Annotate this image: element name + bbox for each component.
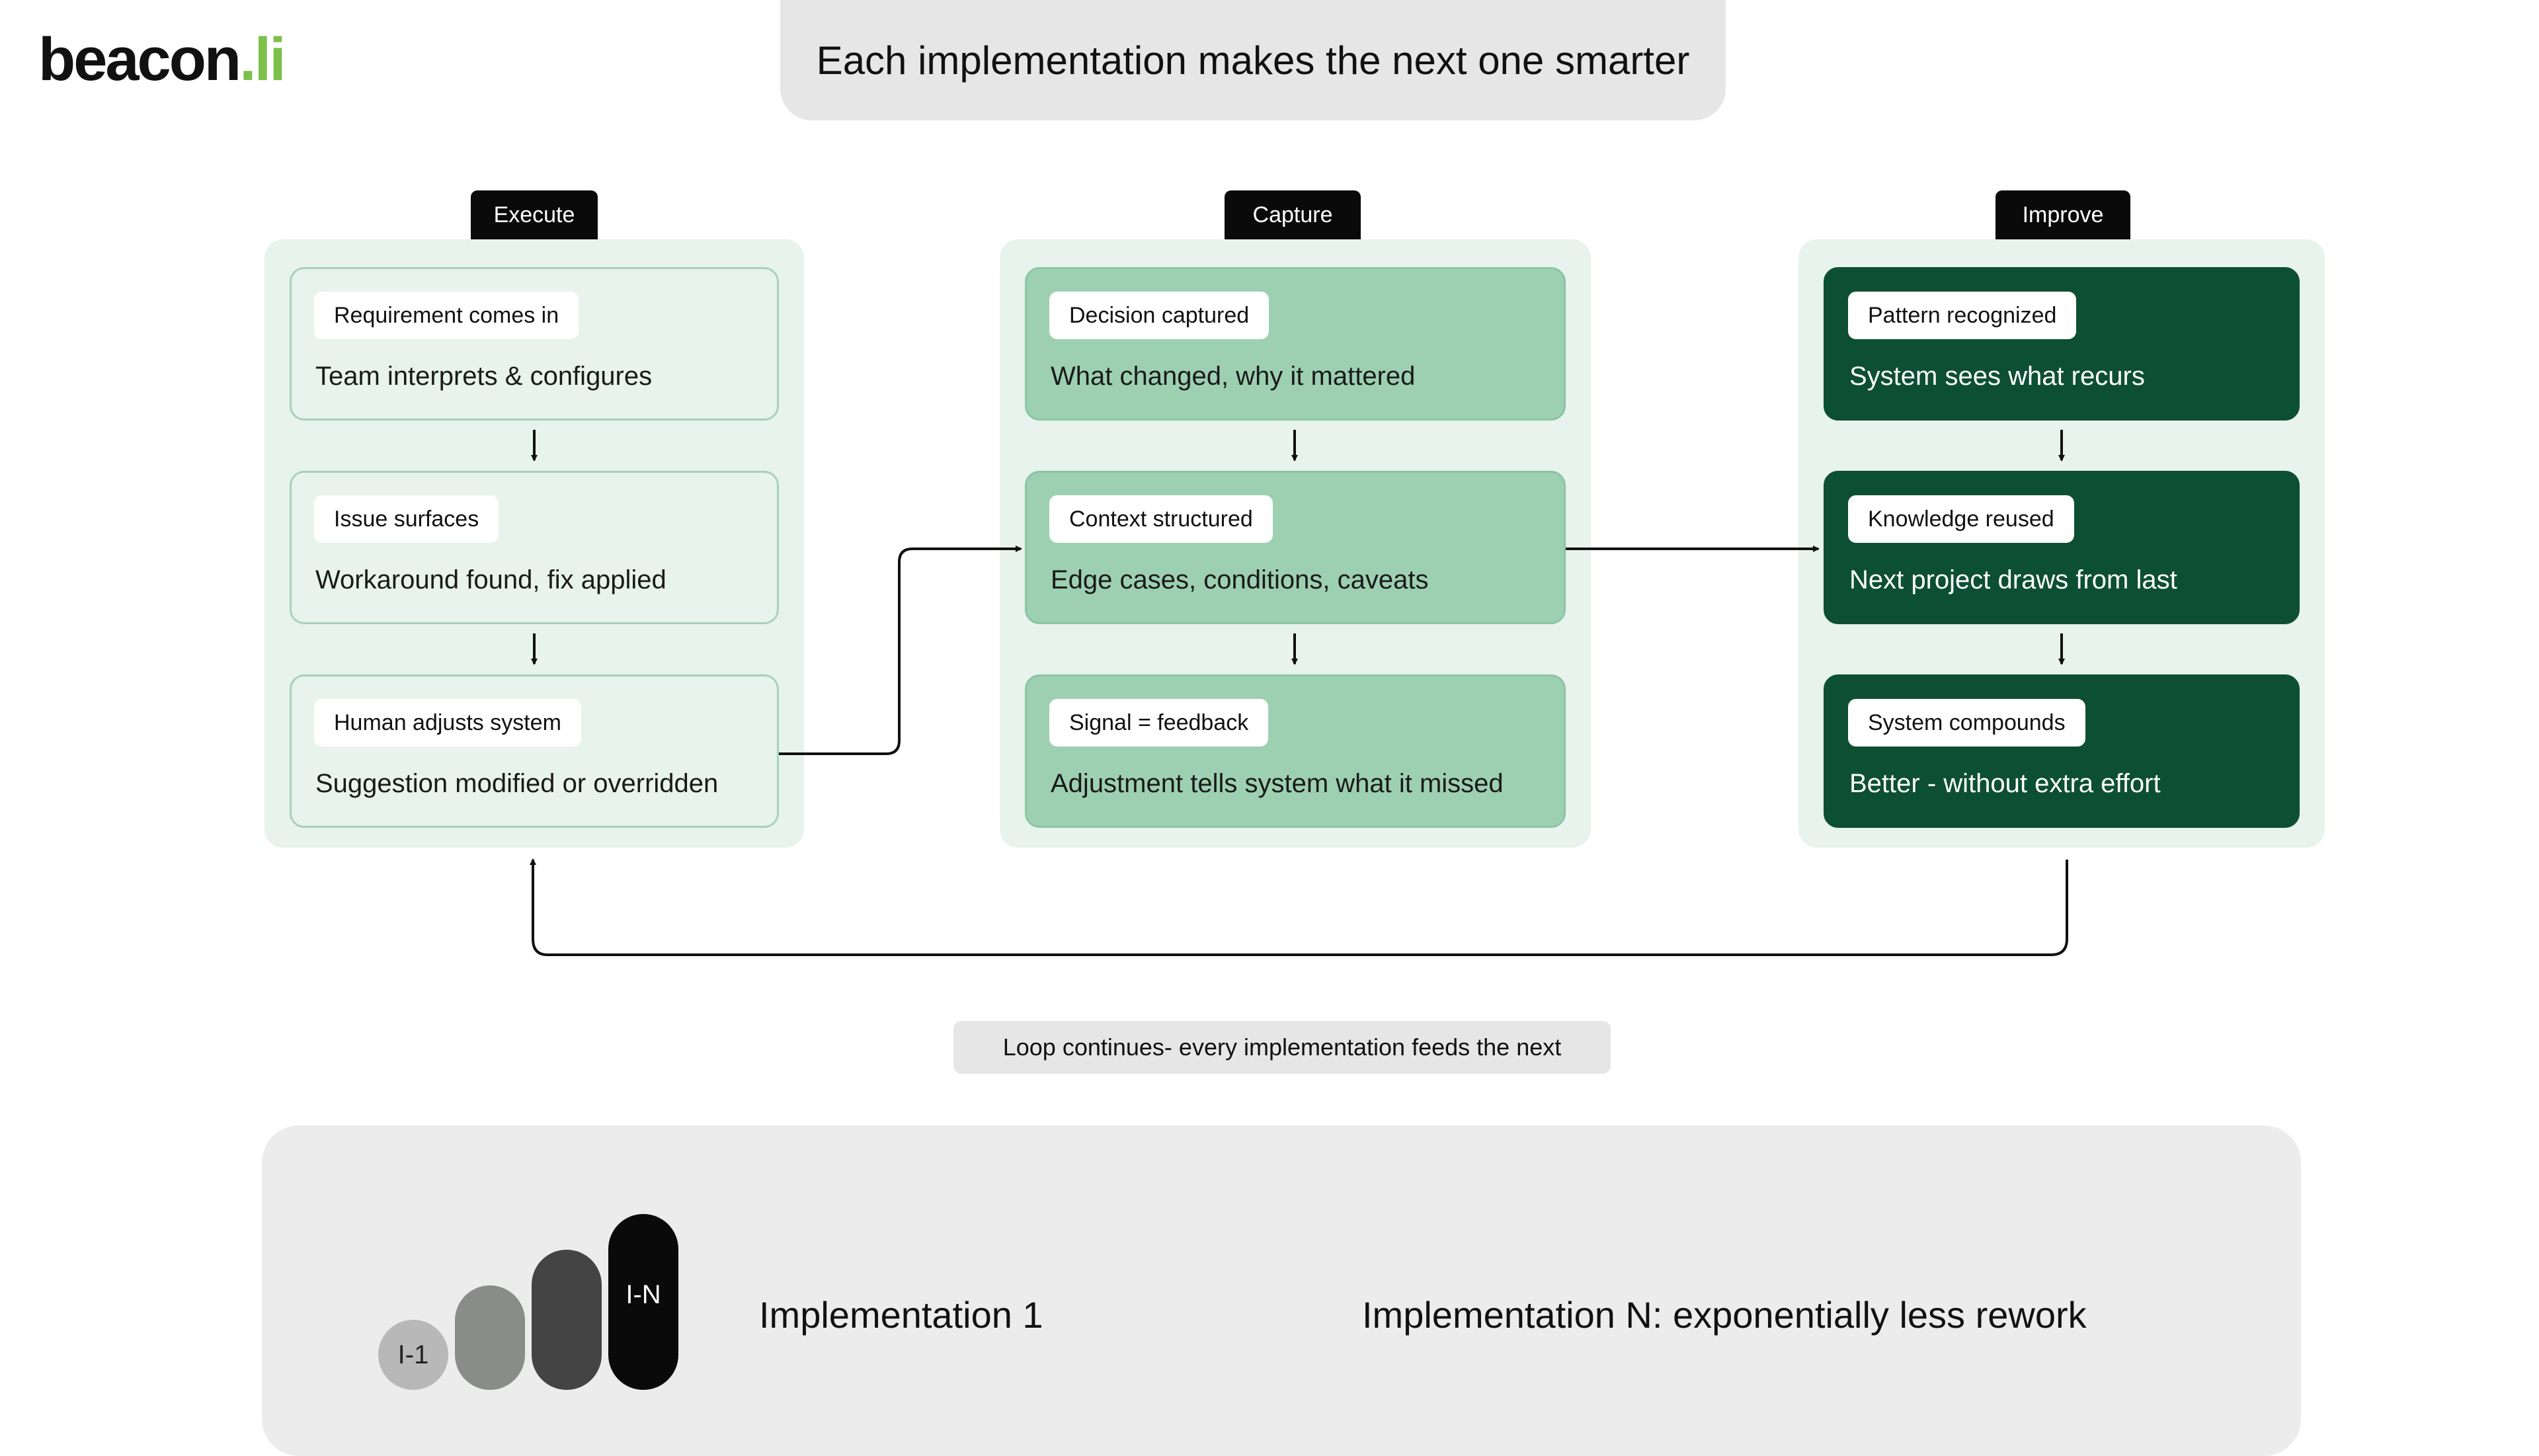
implementation-from-label: Implementation 1	[759, 1294, 1043, 1336]
card-system-compounds: System compounds Better - without extra …	[1824, 674, 2300, 828]
arrow-loop-back	[530, 858, 2068, 956]
card-text: Next project draws from last	[1849, 565, 2177, 594]
column-panel-execute: Requirement comes in Team interprets & c…	[264, 239, 804, 848]
card-text: Better - without extra effort	[1849, 769, 2161, 798]
card-text: Edge cases, conditions, caveats	[1051, 565, 1429, 594]
card-text: Suggestion modified or overridden	[315, 769, 719, 798]
column-panel-capture: Decision captured What changed, why it m…	[1000, 239, 1591, 848]
bar-label: I-N	[625, 1280, 661, 1309]
card-pill: Signal = feedback	[1049, 699, 1269, 747]
arrow-execute-to-capture	[779, 546, 1022, 755]
column-panel-improve: Pattern recognized System sees what recu…	[1798, 239, 2325, 848]
card-pill: Context structured	[1049, 495, 1273, 543]
card-pill: Requirement comes in	[314, 292, 579, 339]
implementation-to-label: Implementation N: exponentially less rew…	[1362, 1294, 2087, 1336]
loop-note: Loop continues- every implementation fee…	[953, 1021, 1611, 1074]
logo-text: beacon	[38, 26, 241, 93]
card-context: Context structured Edge cases, condition…	[1025, 471, 1566, 624]
card-human-adjusts: Human adjusts system Suggestion modified…	[290, 674, 779, 828]
card-text: Adjustment tells system what it missed	[1051, 769, 1504, 798]
card-issue: Issue surfaces Workaround found, fix app…	[290, 471, 779, 624]
card-pill: Human adjusts system	[314, 699, 581, 747]
card-text: System sees what recurs	[1849, 362, 2145, 391]
card-pattern: Pattern recognized System sees what recu…	[1824, 267, 2300, 421]
bar-implementation-3	[532, 1250, 602, 1390]
logo-suffix: .li	[239, 26, 286, 93]
card-signal: Signal = feedback Adjustment tells syste…	[1025, 674, 1566, 828]
card-pill: Knowledge reused	[1848, 495, 2074, 543]
title-banner: Each implementation makes the next one s…	[780, 0, 1726, 120]
bar-implementation-1: I-1	[378, 1320, 448, 1390]
progression-panel: I-1 I-N Implementation 1 Implementation …	[262, 1125, 2301, 1456]
card-pill: Issue surfaces	[314, 495, 499, 543]
brand-logo: beacon.li	[38, 26, 286, 93]
card-pill: Decision captured	[1049, 292, 1270, 339]
card-requirement: Requirement comes in Team interprets & c…	[290, 267, 779, 421]
card-text: What changed, why it mattered	[1051, 362, 1416, 391]
page-title: Each implementation makes the next one s…	[816, 38, 1690, 83]
card-knowledge: Knowledge reused Next project draws from…	[1824, 471, 2300, 624]
card-text: Workaround found, fix applied	[315, 565, 666, 594]
card-pill: System compounds	[1848, 699, 2085, 747]
column-tab-improve: Improve	[1995, 190, 2130, 239]
card-decision: Decision captured What changed, why it m…	[1025, 267, 1566, 421]
card-pill: Pattern recognized	[1848, 292, 2077, 339]
column-tab-execute: Execute	[471, 190, 598, 239]
card-text: Team interprets & configures	[315, 362, 653, 391]
column-tab-capture: Capture	[1225, 190, 1361, 239]
bar-implementation-2	[455, 1285, 525, 1390]
bar-implementation-n: I-N	[608, 1214, 678, 1390]
bar-label: I-1	[397, 1340, 429, 1369]
